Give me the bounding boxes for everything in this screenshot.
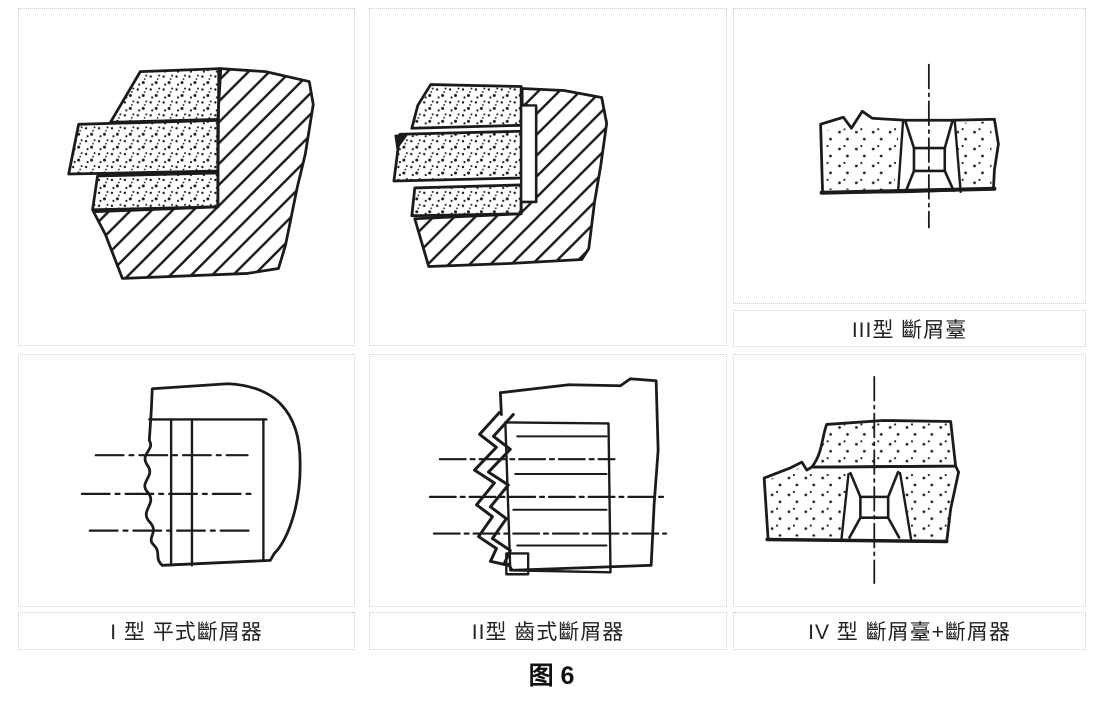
panel-type2-cross-section [369,8,727,346]
panel-label-type1: I 型 平式斷屑器 [18,612,355,650]
type1-cross-section-drawing [67,67,315,280]
type1-plan-view-drawing [80,382,302,567]
panel-type4-cross-section [733,354,1086,607]
panel-type1-cross-section [18,8,355,346]
panel-type1-plan-view [18,354,355,607]
panel-type3-cross-section [733,8,1086,304]
panel-label-type2: II型 齒式斷屑器 [369,612,727,650]
figure-caption: 图 6 [528,662,575,690]
type2-cross-section-drawing [392,83,609,268]
type3-cross-section-drawing [819,63,1000,229]
panel-label-type3: III型 斷屑臺 [733,310,1086,347]
type4-cross-section-drawing [762,375,960,585]
panel-label-type4: IV 型 斷屑臺+斷屑器 [733,612,1086,650]
type2-plan-view-drawing [428,377,668,576]
panel-type2-plan-view [369,354,727,607]
